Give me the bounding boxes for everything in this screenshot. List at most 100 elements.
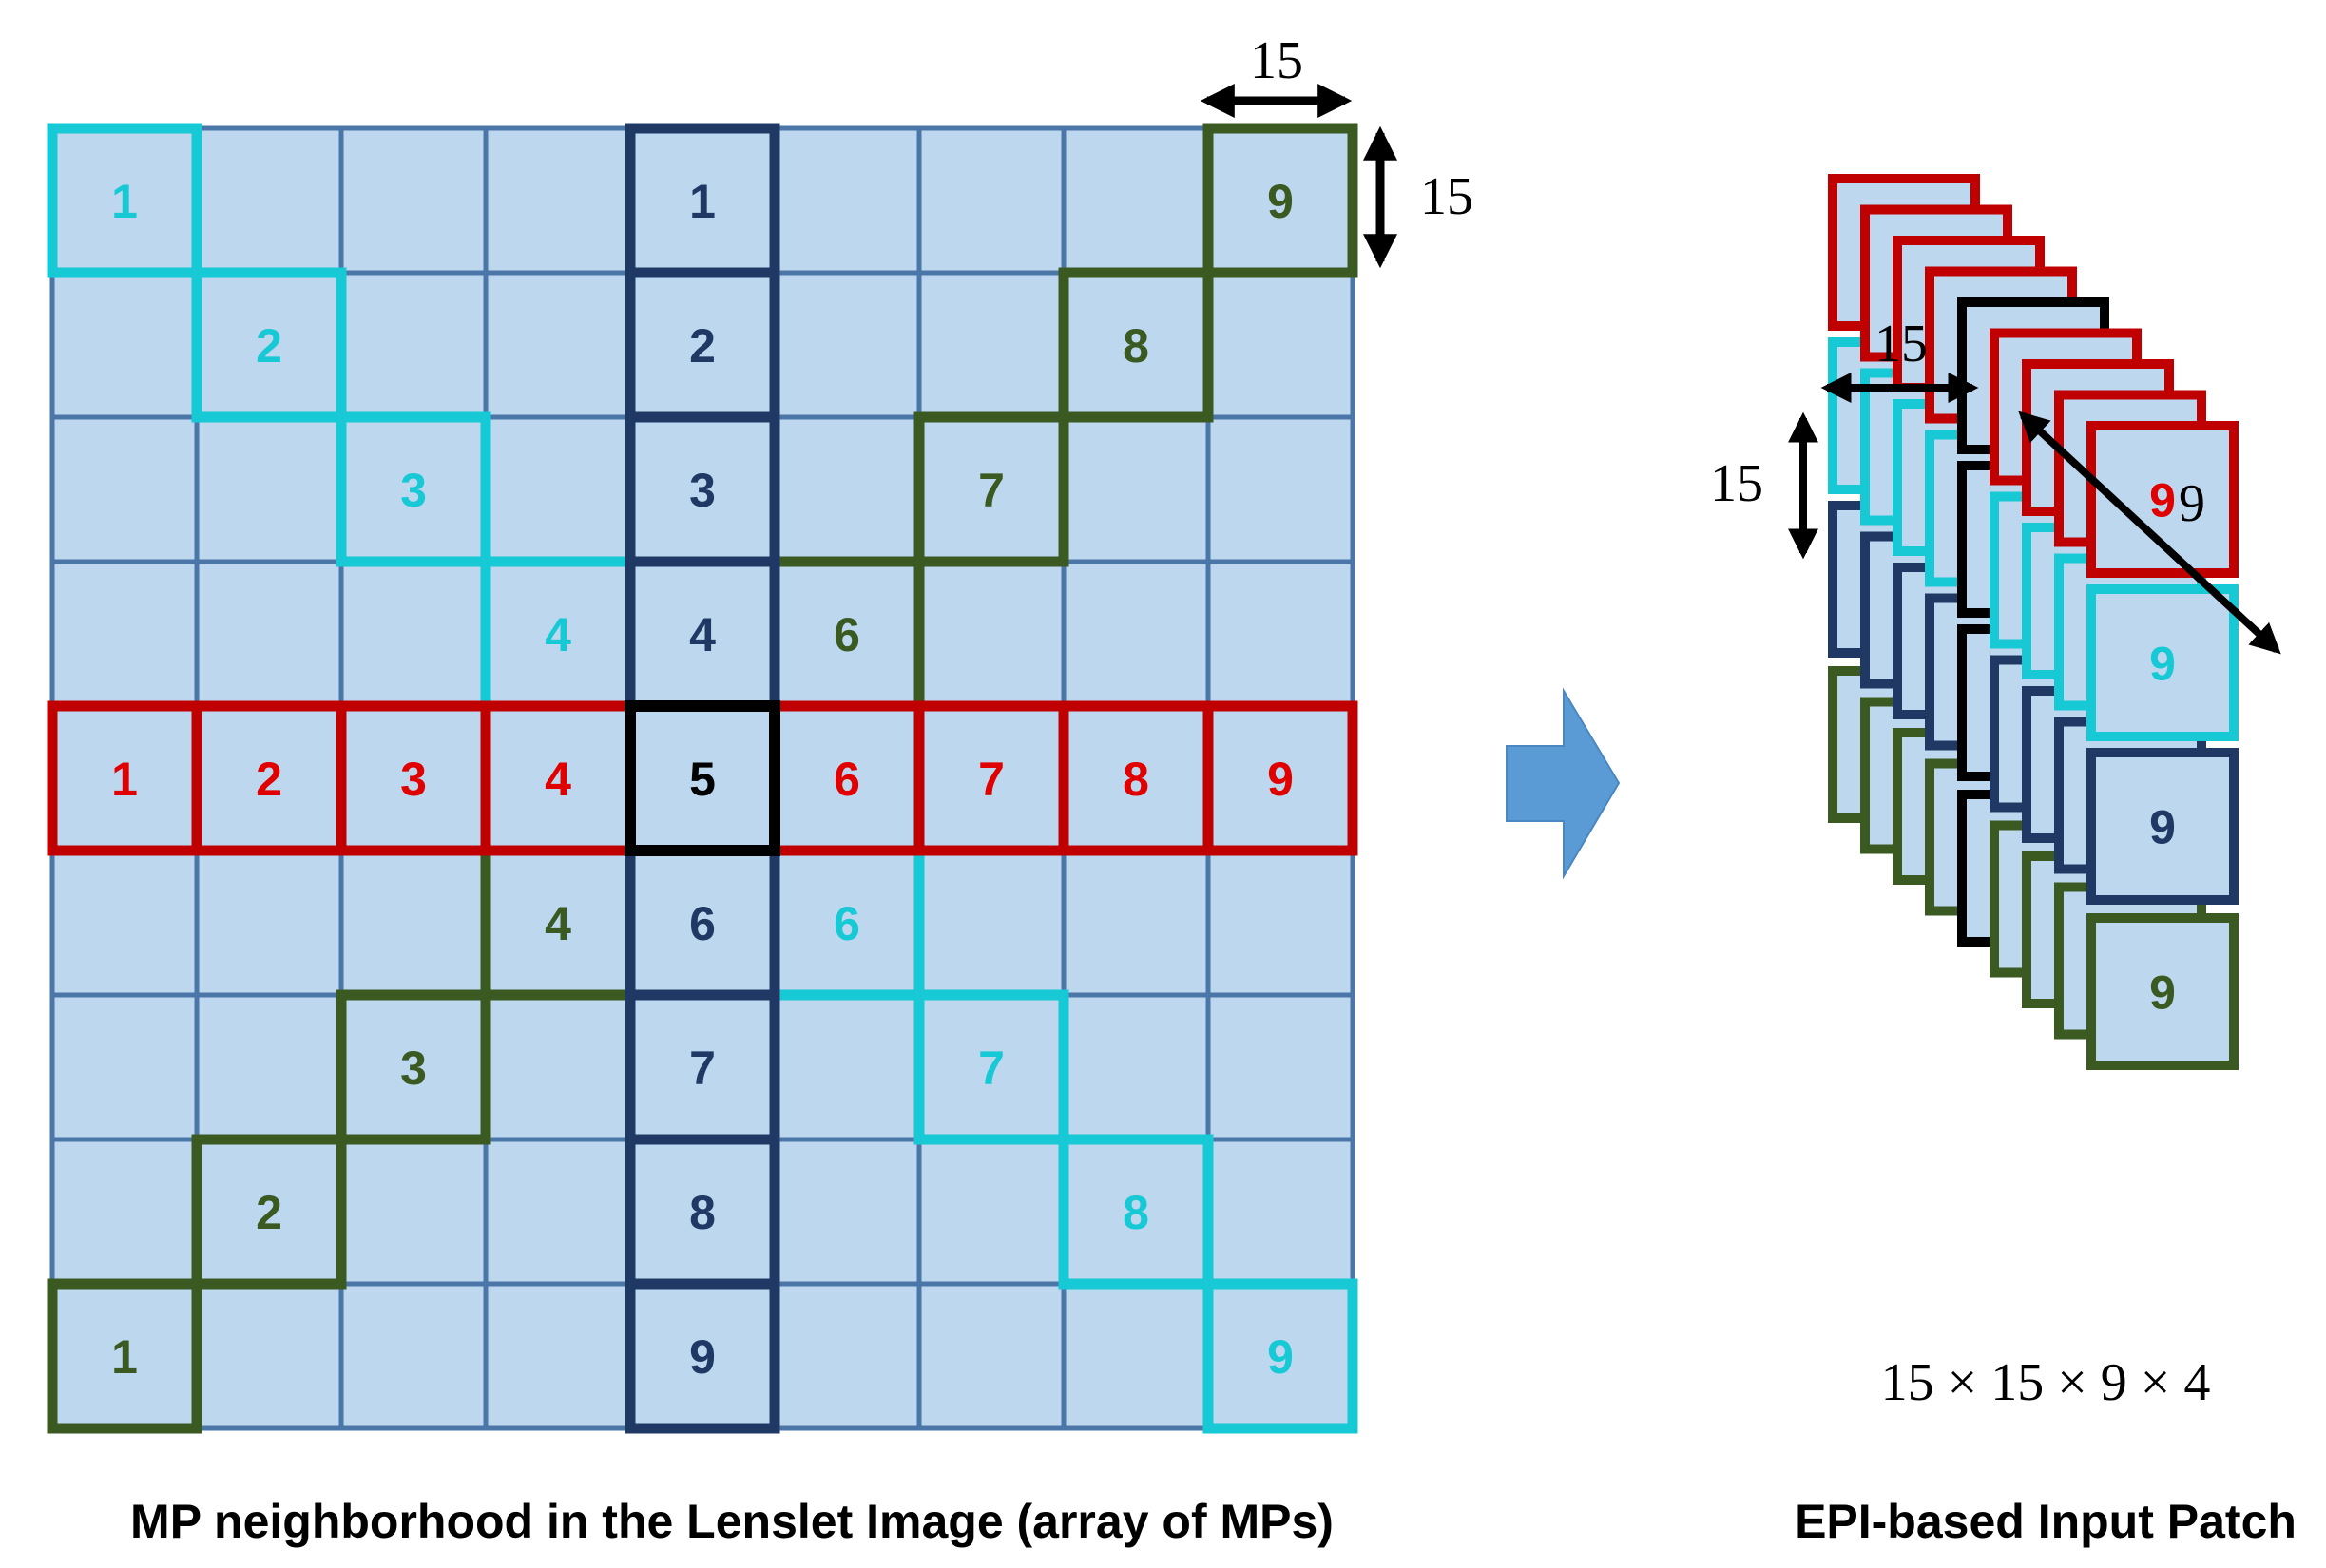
grid-cell (483, 848, 633, 998)
grid-cell (194, 559, 344, 709)
front-slice-label: 9 (2149, 801, 2176, 854)
grid-cell (49, 414, 200, 564)
navy-column-label: 3 (689, 464, 716, 517)
green-diagonal-label: 8 (1123, 319, 1149, 373)
patch-size-label: 15 × 15 × 9 × 4 (1881, 1353, 2211, 1412)
grid-cell (194, 125, 344, 276)
red-row-label: 3 (400, 753, 427, 806)
grid-cell (772, 992, 922, 1142)
grid-cell (1061, 992, 1211, 1142)
grid-cell (483, 125, 633, 276)
grid-cell (194, 414, 344, 564)
center-cell-label: 5 (689, 753, 716, 806)
grid-cell (1205, 848, 1355, 998)
green-diagonal-label: 2 (256, 1186, 282, 1239)
cyan-diagonal-border (1202, 1278, 1358, 1434)
front-slice-label: 9 (2149, 966, 2176, 1020)
grid-cell (1205, 703, 1355, 853)
cyan-diagonal-label: 9 (1267, 1330, 1294, 1384)
patch-height-label: 15 (1710, 454, 1763, 513)
green-diagonal-label: 4 (545, 897, 571, 950)
grid-cell (49, 559, 200, 709)
red-row-border (1202, 700, 1358, 856)
grid-cell (483, 1281, 633, 1431)
grid-cell (916, 125, 1067, 276)
red-row-label: 7 (978, 753, 1005, 806)
grid-cell (483, 992, 633, 1142)
grid-cell (1061, 559, 1211, 709)
center-cell-border (625, 700, 780, 856)
grid-cell (338, 848, 489, 998)
cyan-diagonal-border (336, 411, 491, 567)
green-diagonal-label: 6 (834, 608, 860, 661)
cyan-diagonal-border (913, 989, 1069, 1145)
navy-column-label: 1 (689, 175, 716, 228)
grid-cell (916, 848, 1067, 998)
grid-highlight-borders (47, 123, 1358, 1434)
front-slice-label: 9 (2149, 638, 2176, 691)
grid-cell (1205, 414, 1355, 564)
grid-cell (772, 414, 922, 564)
grid-cell (1205, 1137, 1355, 1287)
grid-cell (483, 414, 633, 564)
navy-column-label: 7 (689, 1042, 716, 1095)
patch-depth-arrow (2018, 411, 2281, 655)
navy-column-border (625, 1278, 780, 1434)
green-diagonal-label: 7 (978, 464, 1005, 517)
red-row-label: 1 (111, 753, 138, 806)
grid-cell (1061, 414, 1211, 564)
cyan-diagonal-label: 3 (400, 464, 427, 517)
patch-depth-label: 9 (2179, 474, 2205, 533)
grid-cell (1205, 270, 1355, 420)
grid-cell (627, 992, 778, 1142)
navy-column-label: 6 (689, 897, 716, 950)
grid-cell (1205, 559, 1355, 709)
grid-cell (1205, 992, 1355, 1142)
grid-cell (916, 559, 1067, 709)
green-front-slice (2086, 913, 2239, 1070)
navy-column-label: 8 (689, 1186, 716, 1239)
green-diagonal-border (336, 989, 491, 1145)
cyan-diagonal-label: 8 (1123, 1186, 1149, 1239)
left-caption: MP neighborhood in the Lenslet Image (ar… (130, 1495, 1334, 1548)
navy-column-label: 2 (689, 319, 716, 373)
grid-cell (772, 703, 922, 853)
green-diagonal-border (1058, 267, 1214, 423)
red-row-label: 2 (256, 753, 282, 806)
green-diagonal-border (47, 1278, 202, 1434)
grid-dimensions: 15 15 (1200, 31, 1473, 269)
navy-column-label: 9 (689, 1330, 716, 1384)
green-diagonal-label: 3 (400, 1042, 427, 1095)
navy-front-slice (2086, 748, 2239, 905)
grid-cell (194, 992, 344, 1142)
cyan-diagonal-label: 7 (978, 1042, 1005, 1095)
cyan-diagonal-label: 6 (834, 897, 860, 950)
grid-cell (916, 1137, 1067, 1287)
green-diagonal-label: 9 (1267, 175, 1294, 228)
cyan-diagonal-label: 4 (545, 608, 571, 661)
patch-dimensions: 15 15 9 15 × 15 × 9 × 4 (1710, 315, 2281, 1412)
grid-cell (627, 1137, 778, 1287)
grid-cell (1061, 125, 1211, 276)
grid-cell (194, 1281, 344, 1431)
grid-cell (772, 270, 922, 420)
grid-cell (338, 270, 489, 420)
grid-cell (483, 270, 633, 420)
right-caption: EPI-based Input Patch (1795, 1495, 2297, 1548)
green-diagonal-border (913, 411, 1069, 567)
front-slice-label: 9 (2149, 474, 2176, 527)
grid-cell (338, 559, 489, 709)
red-row-label: 9 (1267, 753, 1294, 806)
cyan-diagonal-label: 1 (111, 175, 138, 228)
grid-cell (338, 1281, 489, 1431)
grid-cell (338, 125, 489, 276)
grid-cell (483, 1137, 633, 1287)
grid-cell (49, 992, 200, 1142)
grid-cell (49, 1137, 200, 1287)
grid-cell (1061, 848, 1211, 998)
grid-cell (49, 270, 200, 420)
